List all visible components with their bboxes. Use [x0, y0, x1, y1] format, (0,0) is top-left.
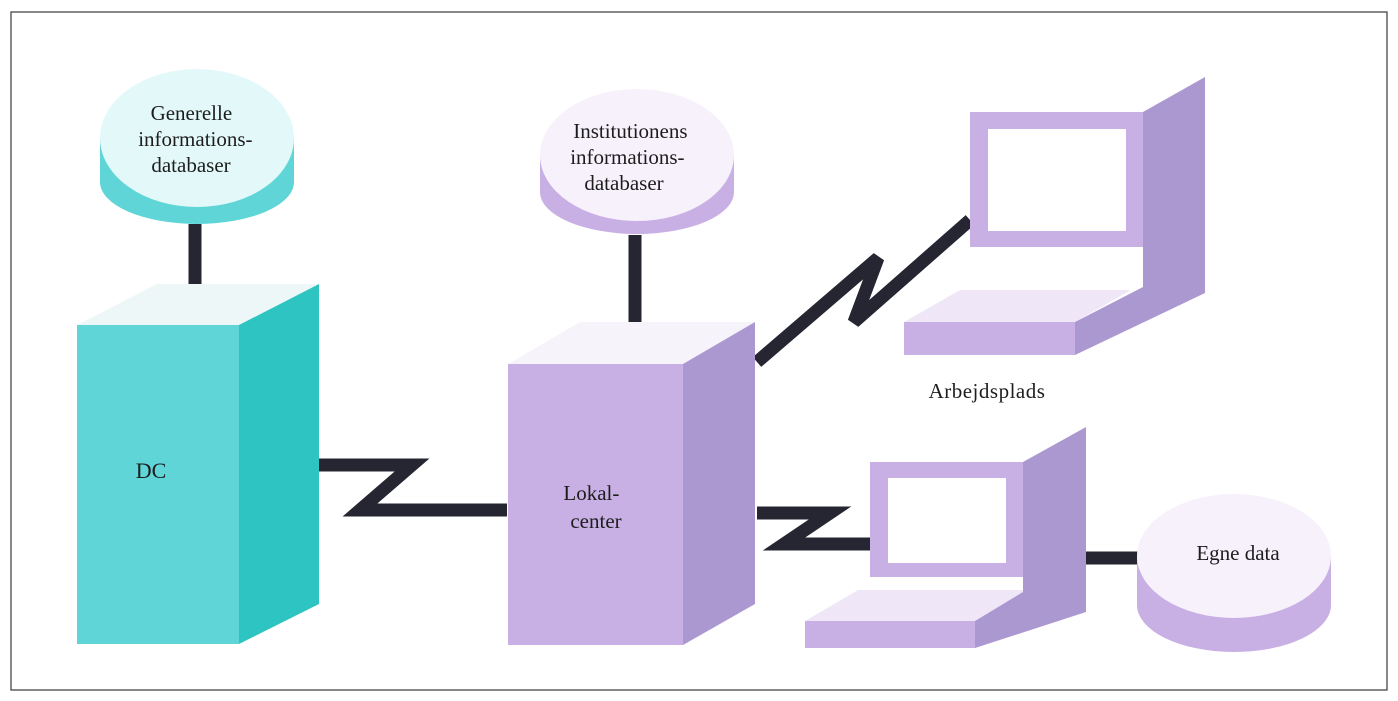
local-center-label-line-2: center — [570, 509, 621, 533]
workstation-upper: Arbejdsplads — [904, 77, 1205, 403]
local-center: Lokal- center — [508, 322, 755, 645]
workstation-lower-base-front — [805, 621, 975, 648]
connector-local-center-to-workstation-2 — [757, 506, 872, 551]
general-db-label-line-2: informations- — [138, 127, 252, 151]
own-data-database: Egne data — [1137, 494, 1331, 652]
workstation-upper-base-top — [904, 290, 1131, 322]
database-cylinder-icon — [540, 89, 734, 234]
workstation-upper-base-front — [904, 322, 1075, 355]
institution-db-label-line-3: databaser — [584, 171, 663, 195]
institution-database: Institutionens informations- databaser — [540, 89, 734, 234]
institution-db-top — [540, 89, 734, 221]
own-data-label: Egne data — [1196, 541, 1280, 565]
local-center-label: Lokal- center — [563, 481, 624, 533]
connector-dc-to-local-center — [279, 458, 507, 517]
server-box-icon — [508, 322, 755, 645]
dc-label: DC — [136, 458, 167, 483]
own-data-top — [1137, 494, 1331, 618]
workstation-lower-screen — [888, 478, 1006, 563]
workstation-lower — [805, 427, 1086, 648]
computer-terminal-icon — [805, 427, 1086, 648]
database-cylinder-icon — [1137, 494, 1331, 652]
institution-db-label: Institutionens informations- databaser — [570, 119, 693, 195]
local-center-side — [683, 322, 755, 645]
general-database: Generelle informations- databaser — [100, 69, 294, 224]
dc-server-top — [77, 284, 319, 325]
general-db-label: Generelle informations- databaser — [138, 101, 258, 177]
workstation-label: Arbejdsplads — [929, 379, 1046, 403]
general-db-top — [100, 69, 294, 207]
computer-terminal-icon — [904, 77, 1205, 355]
dc-server: DC — [77, 284, 319, 644]
local-center-top — [508, 322, 755, 364]
diagram-frame — [10, 11, 1388, 691]
database-cylinder-icon — [100, 69, 294, 224]
local-center-label-line-1: Lokal- — [563, 481, 619, 505]
institution-db-label-line-1: Institutionens — [573, 119, 687, 143]
server-box-icon — [77, 284, 319, 644]
workstation-lower-base-top — [805, 590, 1028, 621]
local-center-front — [508, 364, 683, 645]
institution-db-label-line-2: informations- — [570, 145, 684, 169]
dc-server-front — [77, 325, 239, 644]
general-db-label-line-1: Generelle — [151, 101, 233, 125]
general-db-label-line-3: databaser — [151, 153, 230, 177]
workstation-lower-side — [975, 427, 1086, 648]
dc-server-side — [239, 284, 319, 644]
connector-local-center-to-workstation-1 — [752, 215, 975, 367]
workstation-upper-side — [1075, 77, 1205, 355]
workstation-upper-screen — [988, 129, 1126, 231]
